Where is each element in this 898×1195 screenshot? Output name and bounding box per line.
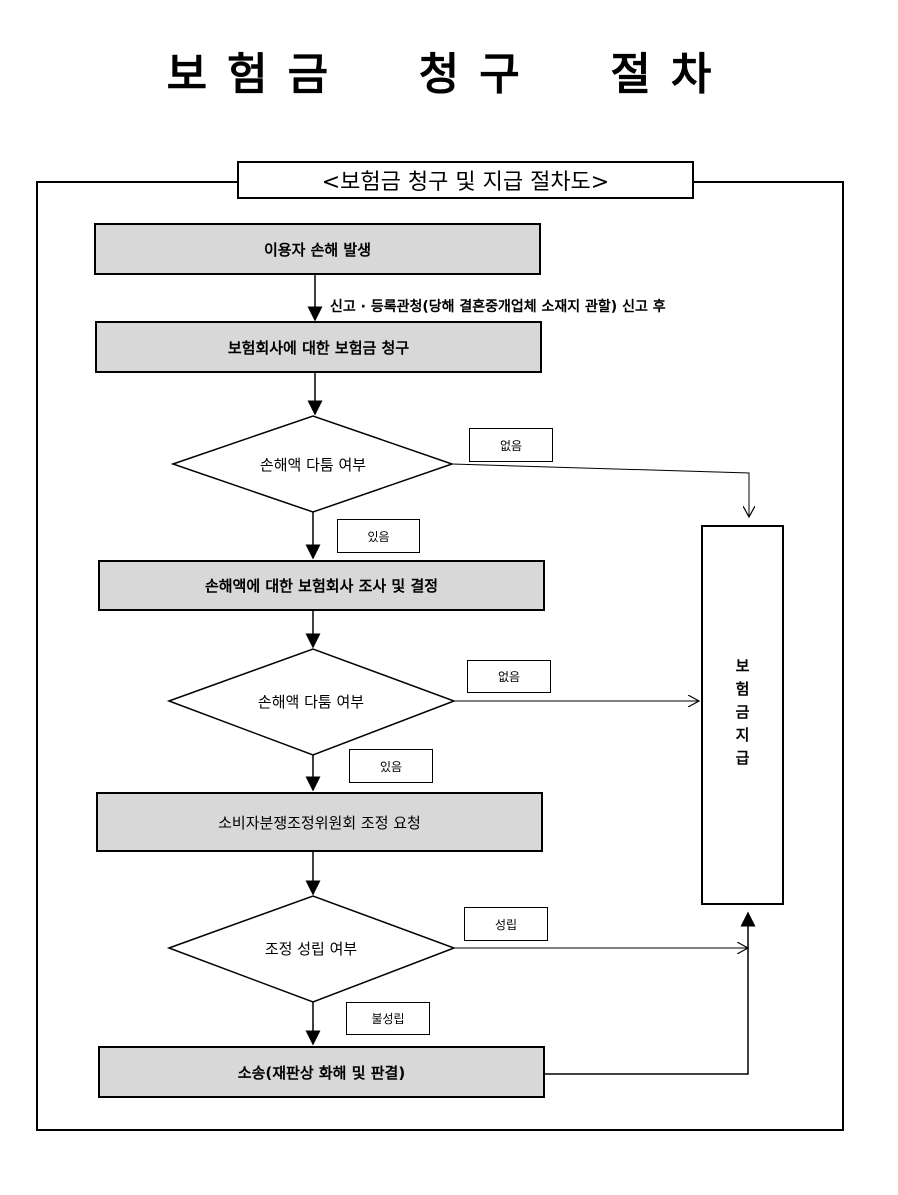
label-none-2: 없음 [467, 660, 551, 693]
step-litigation: 소송(재판상 화해 및 판결) [98, 1046, 545, 1098]
label-not-established: 불성립 [346, 1002, 430, 1035]
label-yes-1: 있음 [337, 519, 420, 553]
arrow-none1-to-payout [451, 463, 749, 517]
page-title: 보험금 청구 절차 [166, 49, 732, 100]
chart-subtitle: <보험금 청구 및 지급 절차도> [237, 161, 694, 199]
decision-label-dispute-2: 손해액 다툼 여부 [257, 693, 365, 711]
arrow-litigation-to-payout [545, 911, 756, 1075]
step-insurance-claim: 보험회사에 대한 보험금 청구 [95, 321, 542, 373]
payout-label: 보험금지급 [733, 657, 751, 773]
step-mediation-request: 소비자분쟁조정위원회 조정 요청 [96, 792, 543, 852]
decision-label-mediation: 조정 성립 여부 [264, 940, 358, 958]
report-note: 신고 · 등록관청(당해 결혼중개업체 소재지 관할) 신고 후 [330, 299, 666, 315]
decision-label-dispute-1: 손해액 다툼 여부 [259, 456, 367, 474]
label-yes-2: 있음 [349, 749, 433, 783]
label-established: 성립 [464, 907, 548, 941]
label-none-1: 없음 [469, 428, 553, 462]
step-investigation: 손해액에 대한 보험회사 조사 및 결정 [98, 560, 545, 611]
step-damage-occurrence: 이용자 손해 발생 [94, 223, 541, 275]
insurance-payout-box: 보험금지급 [701, 525, 784, 905]
